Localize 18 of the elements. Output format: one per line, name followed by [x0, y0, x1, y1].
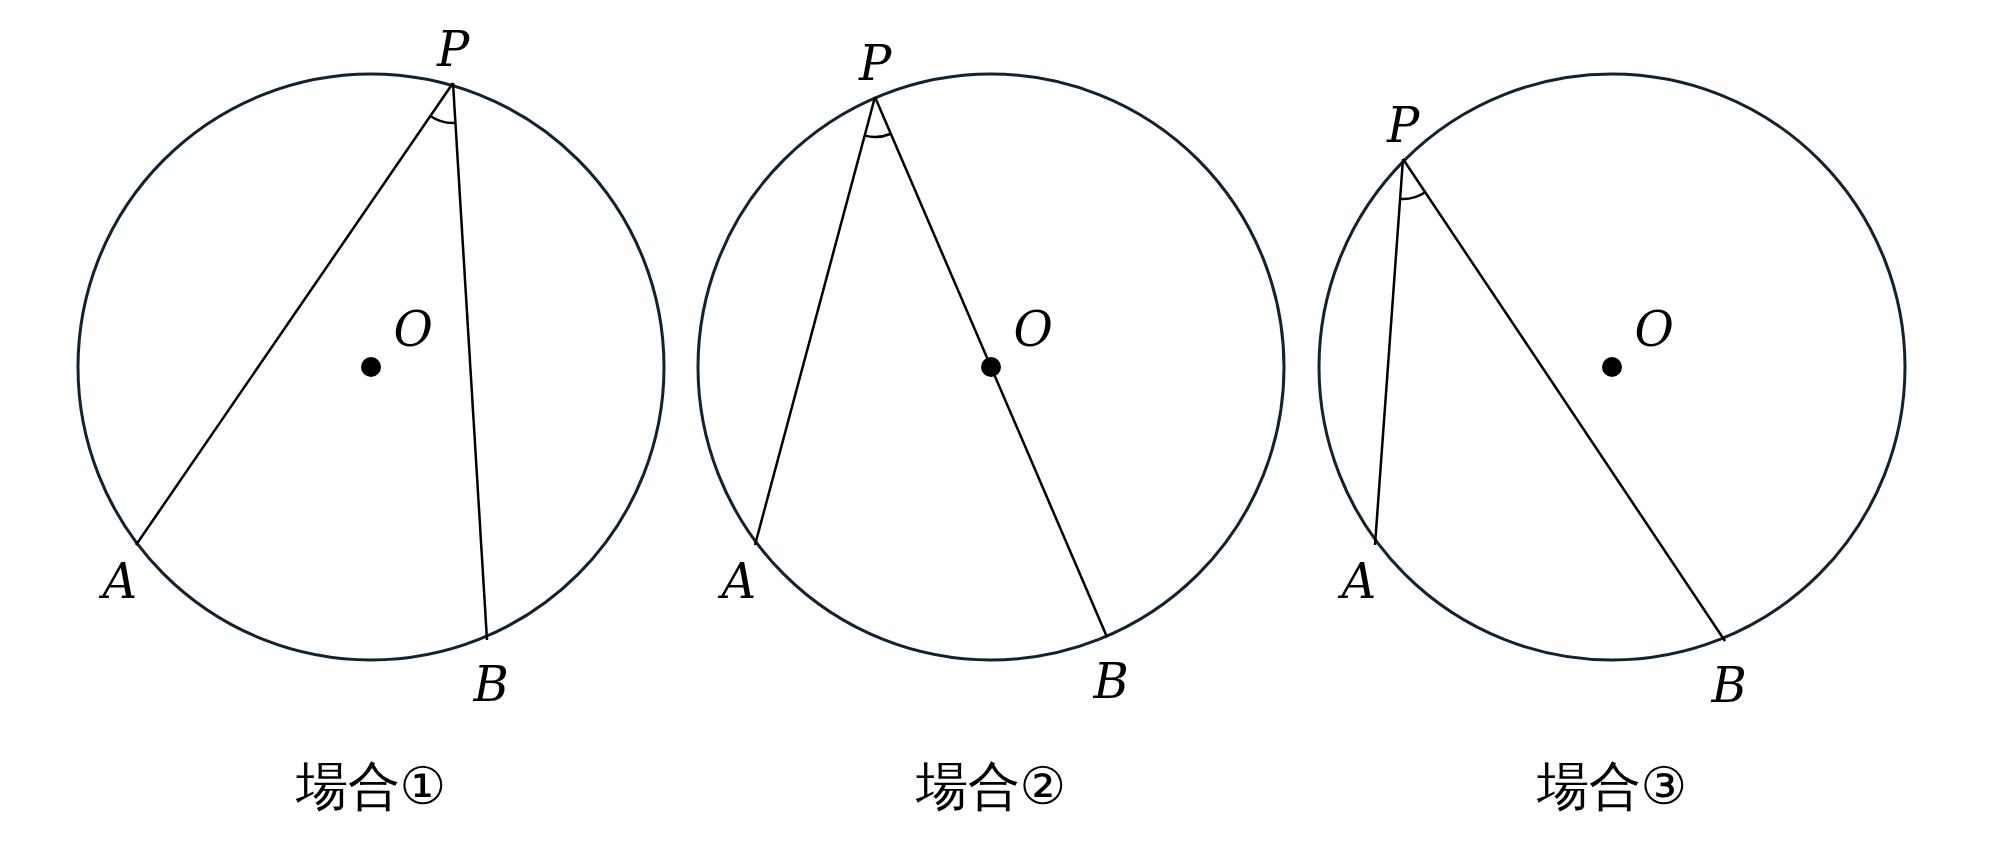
chord	[753, 96, 877, 546]
point-label: P	[1387, 101, 1420, 149]
point-label: P	[437, 25, 470, 73]
point-label: O	[1013, 305, 1053, 353]
caption: 場合①	[295, 760, 447, 812]
chord	[1401, 158, 1727, 642]
caption: 場合③	[1536, 760, 1688, 812]
point-label: B	[1711, 661, 1747, 709]
chord	[1373, 158, 1405, 546]
point-label: B	[473, 660, 509, 708]
caption: 場合②	[915, 760, 1067, 812]
chord	[134, 82, 455, 546]
point-label: O	[1634, 305, 1674, 353]
point-label: B	[1093, 657, 1129, 705]
point-label: O	[393, 305, 433, 353]
point-label: P	[859, 39, 892, 87]
chord	[873, 96, 1109, 638]
chord	[451, 82, 489, 641]
